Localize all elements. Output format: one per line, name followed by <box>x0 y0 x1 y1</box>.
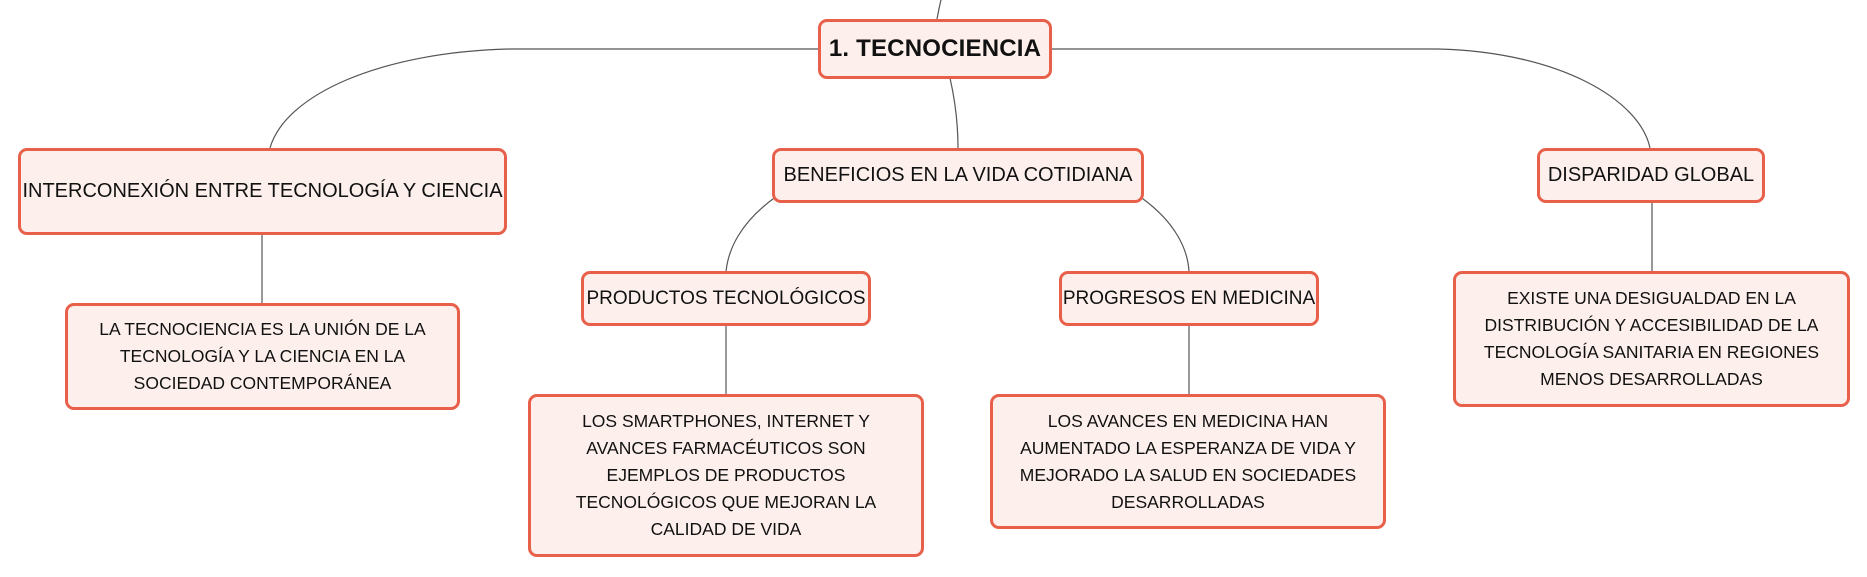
connector-beneficios-medicina <box>1138 195 1190 273</box>
node-disparidad-detail[interactable]: EXISTE UNA DESIGUALDAD EN LA DISTRIBUCIÓ… <box>1453 271 1850 407</box>
node-beneficios[interactable]: BENEFICIOS EN LA VIDA COTIDIANA <box>772 148 1144 203</box>
node-interconexion-detail-text: LA TECNOCIENCIA ES LA UNIÓN DE LA TECNOL… <box>99 319 426 393</box>
node-interconexion-label: INTERCONEXIÓN ENTRE TECNOLOGÍA Y CIENCIA <box>22 180 503 202</box>
connector-beneficios-productos <box>725 195 778 273</box>
connector-root-disparidad <box>1052 48 1651 149</box>
node-root[interactable]: 1. TECNOCIENCIA <box>818 19 1052 79</box>
node-disparidad[interactable]: DISPARIDAD GLOBAL <box>1537 148 1765 203</box>
connector-root-beneficios <box>949 77 959 149</box>
node-interconexion-detail[interactable]: LA TECNOCIENCIA ES LA UNIÓN DE LA TECNOL… <box>65 303 460 410</box>
node-medicina-detail[interactable]: LOS AVANCES EN MEDICINA HAN AUMENTADO LA… <box>990 394 1386 529</box>
node-medicina-detail-text: LOS AVANCES EN MEDICINA HAN AUMENTADO LA… <box>1019 410 1357 512</box>
node-beneficios-label: BENEFICIOS EN LA VIDA COTIDIANA <box>783 164 1133 186</box>
node-medicina[interactable]: PROGRESOS EN MEDICINA <box>1059 271 1319 326</box>
node-interconexion[interactable]: INTERCONEXIÓN ENTRE TECNOLOGÍA Y CIENCIA <box>18 148 507 235</box>
node-disparidad-label: DISPARIDAD GLOBAL <box>1547 164 1755 186</box>
node-root-label: 1. TECNOCIENCIA <box>828 35 1042 62</box>
node-disparidad-detail-text: EXISTE UNA DESIGUALDAD EN LA DISTRIBUCIÓ… <box>1483 288 1820 389</box>
node-productos[interactable]: PRODUCTOS TECNOLÓGICOS <box>581 271 871 326</box>
node-productos-detail-text: LOS SMARTPHONES, INTERNET Y AVANCES FARM… <box>575 411 877 539</box>
node-productos-label: PRODUCTOS TECNOLÓGICOS <box>586 287 866 309</box>
node-medicina-label: PROGRESOS EN MEDICINA <box>1062 287 1316 309</box>
connector-root-parent <box>936 0 942 20</box>
node-productos-detail[interactable]: LOS SMARTPHONES, INTERNET Y AVANCES FARM… <box>528 394 924 557</box>
connector-root-interconexion <box>269 48 818 149</box>
